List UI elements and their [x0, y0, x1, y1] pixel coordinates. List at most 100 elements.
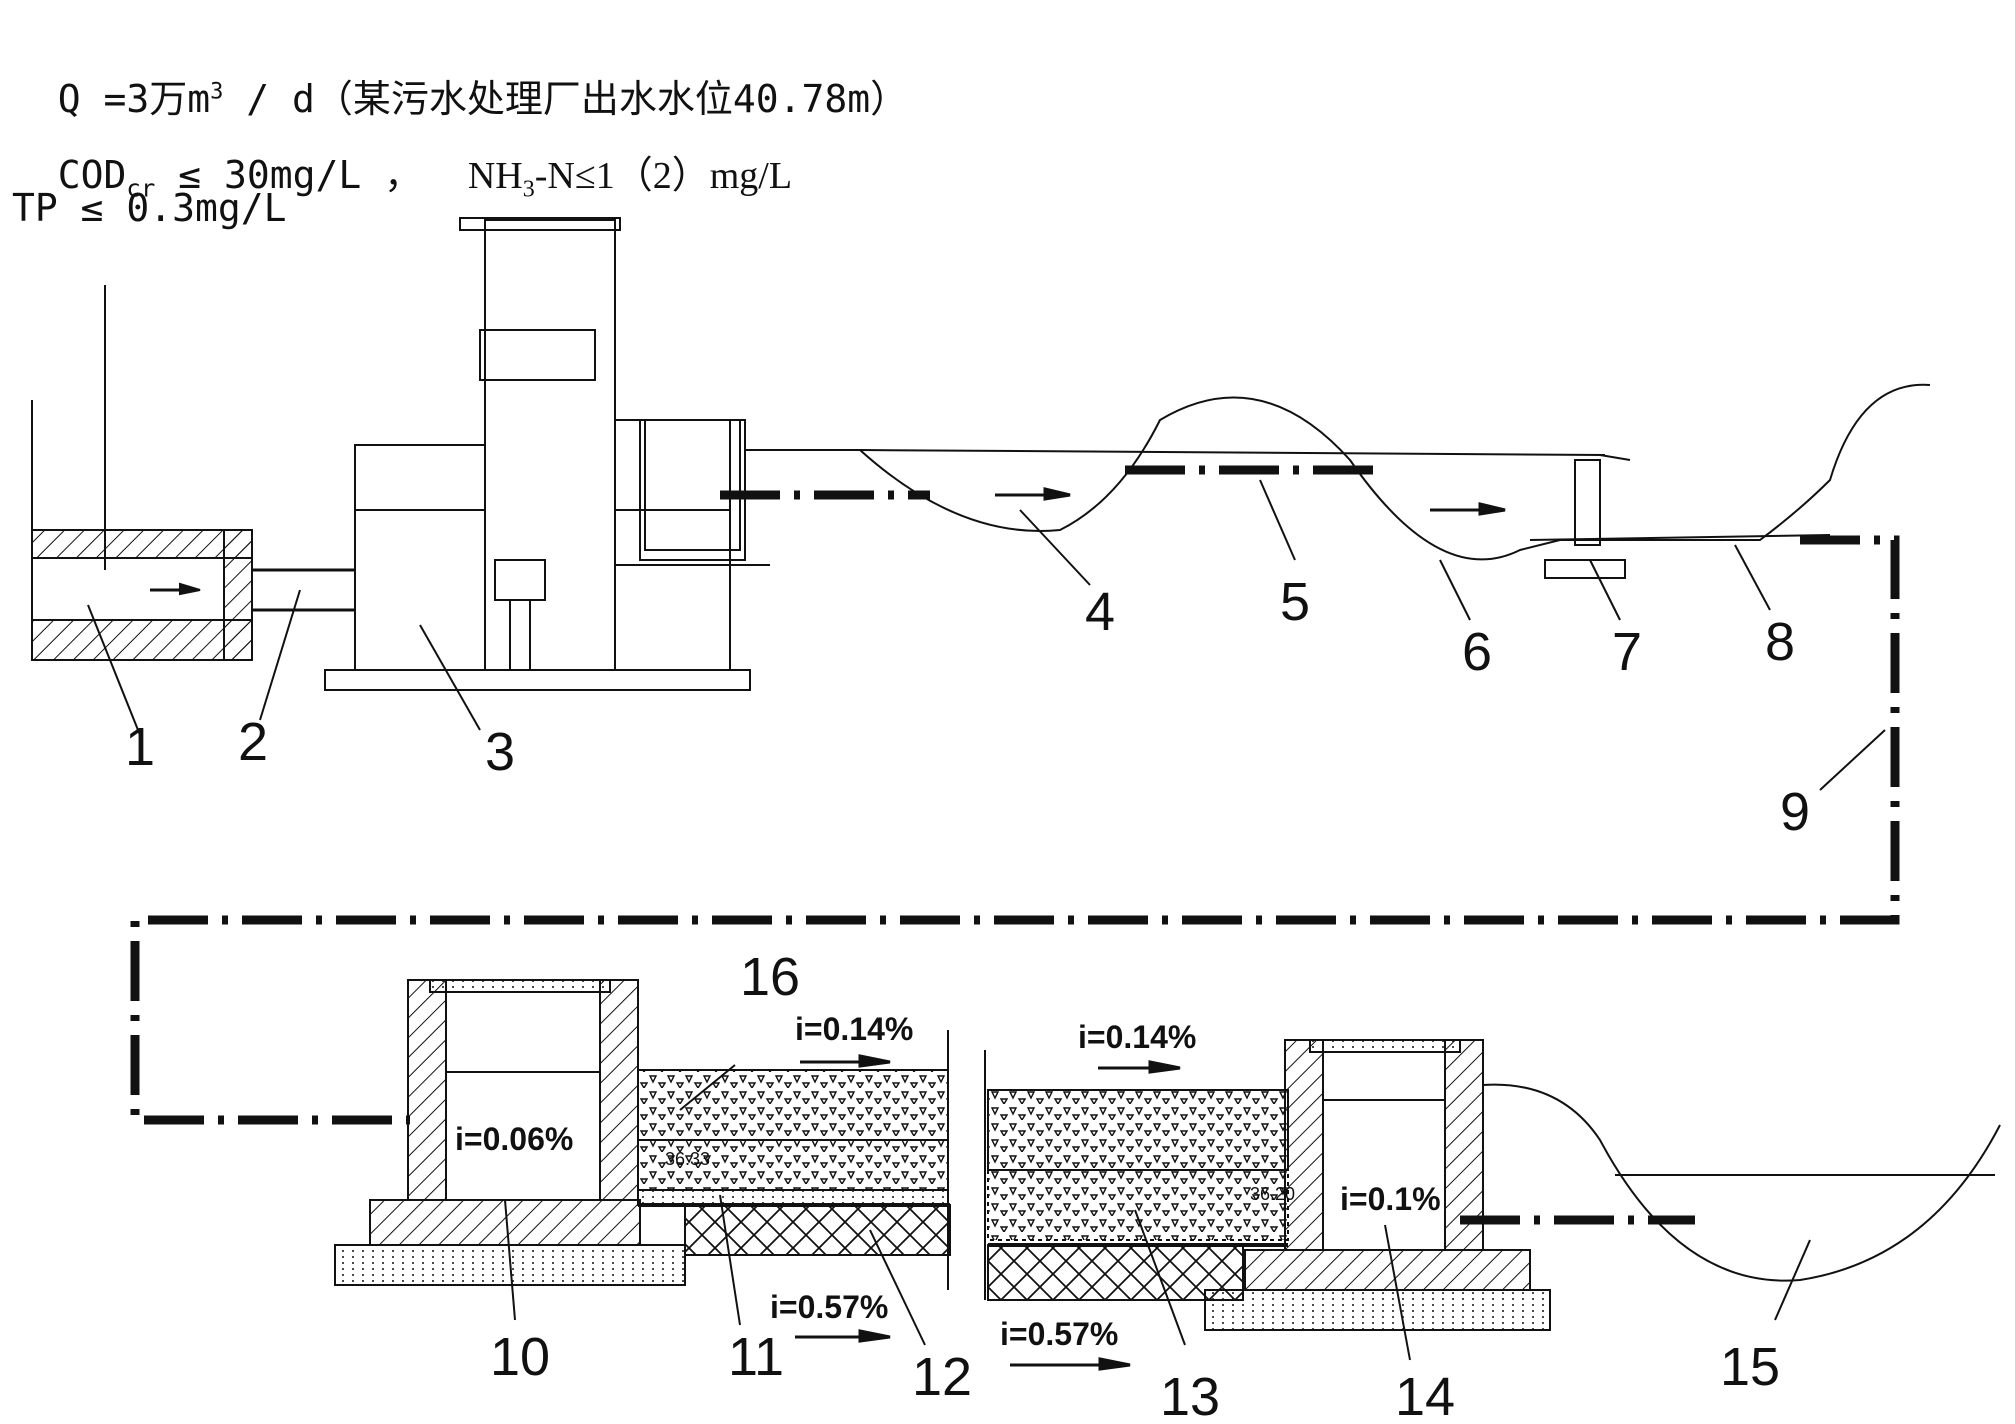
label-11: 11 — [728, 1327, 784, 1387]
leader-16 — [679, 1064, 736, 1111]
dim-right: 36.20 — [1250, 1184, 1295, 1204]
leader-9 — [1819, 729, 1886, 791]
pipe-segment-9 — [130, 535, 1900, 1125]
label-15: 15 — [1720, 1337, 1780, 1397]
label-6: 6 — [1462, 622, 1492, 682]
label-14: 14 — [1395, 1367, 1455, 1424]
label-8: 8 — [1765, 612, 1795, 672]
leader-2 — [259, 589, 301, 721]
pond-8-surface — [1529, 534, 1831, 541]
flow-rest-text: / d（某污水处理厂出水水位40.78m） — [223, 77, 909, 121]
lower-flow-arrows — [795, 1054, 1181, 1371]
arrow-head-top-left — [858, 1054, 891, 1068]
label-9: 9 — [1780, 782, 1810, 842]
flow-text: Q =3万m — [57, 77, 211, 121]
tank-14-wall-left — [1284, 1039, 1324, 1251]
lower-right-structure — [984, 1039, 2001, 1331]
header-line-tp: TP ≤ 0.3mg/L — [12, 186, 287, 230]
mid-flow-arrows — [995, 487, 1506, 516]
label-13: 13 — [1160, 1367, 1220, 1424]
tank-14-wall-right — [1444, 1039, 1484, 1251]
flow-arrow-head-4 — [1043, 487, 1071, 501]
leader-6 — [1439, 559, 1471, 621]
water-surface-line — [859, 449, 1606, 456]
arrow-head-bottom-left — [858, 1329, 891, 1343]
leader-13 — [1134, 1209, 1186, 1346]
cod-subscript: cr — [126, 174, 156, 203]
leader-10 — [504, 1199, 516, 1321]
filter-layer-mid — [637, 1139, 949, 1191]
flow-superscript: 3 — [210, 79, 224, 105]
leader-4 — [1019, 509, 1091, 586]
header-line-flow: Q =3万m3 / d（某污水处理厂出水水位40.78m） — [12, 24, 908, 123]
filter-layer-11 — [637, 1189, 949, 1206]
header-line-cod: CODcr ≤ 30mg/L ， NH3-N≤1（2）mg/L — [12, 100, 792, 204]
label-3: 3 — [485, 722, 515, 782]
tank-3-tower — [484, 219, 616, 671]
tank-3-outlet — [509, 599, 531, 671]
lower-left-structure — [334, 979, 951, 1290]
slope-labels: i=0.14% i=0.14% i=0.57% i=0.57% i=0.06% … — [455, 1011, 1441, 1352]
leader-11 — [719, 1194, 741, 1326]
leader-12 — [869, 1229, 926, 1346]
cod-rest-text: ≤ 30mg/L ， — [155, 153, 468, 197]
label-10: 10 — [490, 1327, 550, 1387]
filter-layer-16 — [637, 1069, 949, 1141]
leader-5 — [1259, 479, 1296, 561]
label-12: 12 — [912, 1347, 972, 1407]
weir-7-post — [1574, 459, 1601, 546]
nh3-rest-text: -N≤1（2）mg/L — [534, 155, 793, 197]
label-5: 5 — [1280, 572, 1310, 632]
tank-10-cover — [429, 979, 611, 993]
leader-14 — [1384, 1224, 1411, 1361]
leader-lines — [87, 479, 1886, 1361]
tank-14-cover — [1309, 1039, 1461, 1053]
tank-3-right — [614, 419, 731, 671]
weir-7-base — [1544, 559, 1626, 579]
label-16: 16 — [740, 947, 800, 1007]
foundation-right — [1204, 1289, 1551, 1331]
weir-7-edge — [1599, 454, 1631, 461]
pipe-wall-end — [223, 529, 253, 661]
slope-bottom-right: i=0.57% — [1000, 1316, 1118, 1352]
pipe-wall-top — [31, 529, 253, 559]
nh3-subscript: 3 — [522, 176, 535, 203]
flow-arrow-head-6 — [1478, 502, 1506, 516]
arrow-head-bottom-right — [1098, 1357, 1131, 1371]
label-2: 2 — [238, 712, 268, 772]
tank-3-top-plate — [459, 217, 621, 231]
label-1: 1 — [125, 717, 155, 777]
leader-8 — [1734, 544, 1771, 611]
tank-3-left — [354, 444, 486, 671]
cod-text: COD — [57, 153, 127, 197]
nh3-text: NH — [467, 155, 523, 197]
leader-7 — [1589, 559, 1621, 621]
tank-3-outflow-box — [639, 419, 746, 561]
filter-layer-12 — [684, 1204, 951, 1256]
component-labels: 1 2 3 4 5 6 7 8 9 10 11 12 13 14 15 16 — [125, 572, 1810, 1424]
tank-10-base — [369, 1199, 641, 1246]
slope-top-right: i=0.14% — [1078, 1019, 1196, 1055]
upper-process-line — [31, 217, 1931, 691]
tank-10-wall-right — [599, 979, 639, 1201]
leader-15 — [1774, 1239, 1811, 1321]
flow-arrow-head-1 — [179, 582, 201, 596]
tank-3-screen — [479, 329, 596, 381]
terrain-profile — [859, 383, 1931, 561]
tank-3-base — [324, 669, 751, 691]
label-7: 7 — [1612, 622, 1642, 682]
tank-14-base — [1244, 1249, 1531, 1291]
leader-3 — [419, 624, 481, 731]
label-4: 4 — [1085, 582, 1115, 642]
pond-15-profile — [1482, 1083, 2001, 1282]
leader-1 — [87, 604, 141, 736]
tank-3-chamber — [644, 419, 741, 551]
tank-10-wall-left — [407, 979, 447, 1201]
filter-layer-13-top — [987, 1089, 1289, 1171]
slope-tank-10: i=0.06% — [455, 1121, 573, 1157]
slope-top-left: i=0.14% — [795, 1011, 913, 1047]
arrow-head-top-right — [1148, 1060, 1181, 1074]
tank-3-hopper — [494, 559, 546, 601]
dim-left: 36.33 — [665, 1149, 710, 1169]
